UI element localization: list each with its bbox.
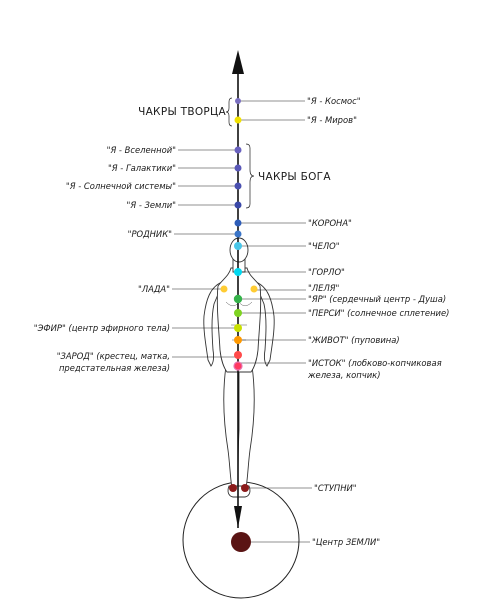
chakra-points <box>220 98 258 552</box>
god-chakras-title: ЧАКРЫ БОГА <box>258 171 331 183</box>
chakra-kosmos <box>235 98 241 104</box>
svg-text:"ЧЕЛО": "ЧЕЛО" <box>308 241 340 251</box>
svg-text:"ЗАРОД" (крестец, матка,: "ЗАРОД" (крестец, матка, <box>57 351 170 361</box>
svg-text:"Я - Галактики": "Я - Галактики" <box>108 163 176 173</box>
svg-text:"СТУПНИ": "СТУПНИ" <box>314 483 357 493</box>
svg-text:"ЖИВОТ" (пуповина): "ЖИВОТ" (пуповина) <box>308 335 400 345</box>
chakra-chelo <box>234 242 242 250</box>
svg-text:"Я - Солнечной системы": "Я - Солнечной системы" <box>66 181 176 191</box>
chakra-solnechnoy <box>234 182 242 190</box>
creator-bracket <box>225 97 233 127</box>
svg-text:"РОДНИК": "РОДНИК" <box>128 229 173 239</box>
svg-text:"Я - Вселенной": "Я - Вселенной" <box>107 145 177 155</box>
svg-text:"ЭФИР" (центр эфирного тела): "ЭФИР" (центр эфирного тела) <box>34 323 170 333</box>
svg-text:"Я - Космос": "Я - Космос" <box>307 96 361 106</box>
chakra-efir <box>234 324 242 332</box>
god-bracket <box>245 143 255 209</box>
creator-chakras-title: ЧАКРЫ ТВОРЦА <box>138 106 226 118</box>
chakra-yar <box>233 294 243 304</box>
chakra-persi <box>234 309 242 317</box>
chakra-zarod <box>234 351 242 359</box>
chakra-vselennoy <box>234 146 242 154</box>
chakra-stupni-right <box>241 484 249 492</box>
chakra-zhivot <box>234 336 242 344</box>
svg-text:"ЛАДА": "ЛАДА" <box>138 284 170 294</box>
svg-text:"Центр ЗЕМЛИ": "Центр ЗЕМЛИ" <box>312 537 380 547</box>
svg-text:"ЛЕЛЯ": "ЛЕЛЯ" <box>308 283 340 293</box>
chakra-istok <box>233 361 243 371</box>
chakra-lelya <box>250 285 258 293</box>
chakra-gorlo <box>234 268 242 276</box>
top-arrow-icon <box>232 50 244 74</box>
chakra-labels: "Я - Космос" "Я - Миров" "Я - Вселенной"… <box>34 96 450 547</box>
svg-text:"ЯР" (сердечный центр - Душа): "ЯР" (сердечный центр - Душа) <box>308 294 446 304</box>
chakra-lada <box>220 285 228 293</box>
svg-text:"ИСТОК" (лобково-копчиковая: "ИСТОК" (лобково-копчиковая <box>308 358 442 368</box>
chakra-zemli <box>234 201 242 209</box>
chakra-mirov <box>234 116 242 124</box>
chakra-stupni-left <box>229 484 237 492</box>
svg-text:железа, копчик): железа, копчик) <box>307 370 381 380</box>
svg-text:"КОРОНА": "КОРОНА" <box>308 218 352 228</box>
svg-text:предстательная железа): предстательная железа) <box>59 363 170 373</box>
svg-text:"Я - Земли": "Я - Земли" <box>126 200 176 210</box>
chakra-centr-zemli <box>231 532 251 552</box>
chakra-rodnik <box>234 230 242 238</box>
leader-lines <box>172 100 312 543</box>
bottom-arrow-icon <box>234 506 242 528</box>
human-figure <box>203 237 275 498</box>
chakra-korona <box>234 219 242 227</box>
svg-text:"ПЕРСИ" (солнечное сплетение): "ПЕРСИ" (солнечное сплетение) <box>308 308 449 318</box>
svg-text:"Я - Миров": "Я - Миров" <box>307 115 357 125</box>
chakra-galaktiki <box>234 164 242 172</box>
svg-text:"ГОРЛО": "ГОРЛО" <box>308 267 345 277</box>
